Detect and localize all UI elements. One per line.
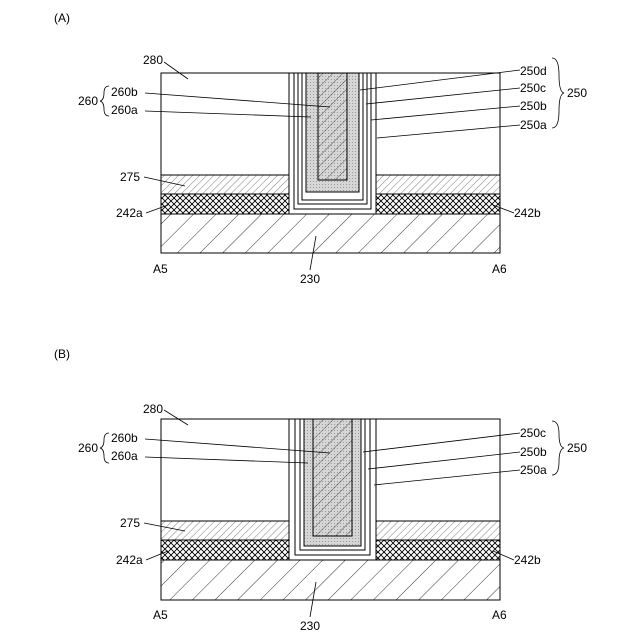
label-260b: 260b	[111, 431, 138, 445]
panel-a-label: (A)	[54, 11, 70, 25]
layer-275-right	[376, 521, 500, 540]
layer-280-right	[376, 419, 500, 521]
label-242a: 242a	[116, 553, 143, 567]
label-260a: 260a	[111, 103, 138, 117]
label-a5: A5	[153, 262, 168, 276]
label-250c: 250c	[520, 81, 546, 95]
layer-242b	[376, 194, 500, 214]
conductor-260b	[318, 73, 347, 180]
label-a5: A5	[153, 608, 168, 622]
label-260: 260	[78, 441, 98, 455]
label-242a: 242a	[116, 206, 143, 220]
substrate-230	[161, 214, 500, 253]
label-242b: 242b	[514, 206, 541, 220]
label-260b: 260b	[111, 85, 138, 99]
layer-242b	[376, 540, 500, 560]
brace-250	[552, 421, 564, 475]
panel-a: (A) 280 260 260b 260a 250d 250c 250b	[54, 11, 587, 286]
layer-242a	[161, 194, 289, 214]
layer-275-left	[161, 175, 289, 194]
label-a6: A6	[492, 608, 507, 622]
label-260a: 260a	[111, 449, 138, 463]
label-250b: 250b	[520, 99, 547, 113]
label-275: 275	[120, 170, 140, 184]
panel-b: (B) 280 260 260b 260a 250c 250b 250a 250…	[54, 347, 587, 633]
conductor-260b	[313, 419, 352, 536]
label-260: 260	[78, 94, 98, 108]
layer-280-right	[376, 73, 500, 175]
label-275: 275	[120, 516, 140, 530]
label-250: 250	[567, 441, 587, 455]
label-242b: 242b	[514, 553, 541, 567]
layer-275-right	[376, 175, 500, 194]
label-250b: 250b	[520, 445, 547, 459]
label-250a: 250a	[520, 118, 547, 132]
label-250a: 250a	[520, 463, 547, 477]
label-250c: 250c	[520, 426, 546, 440]
brace-260	[100, 433, 109, 463]
brace-250	[552, 58, 564, 128]
layer-275-left	[161, 521, 289, 540]
brace-260	[100, 86, 109, 116]
panel-b-label: (B)	[54, 347, 70, 361]
layer-280-left	[161, 419, 289, 521]
label-280: 280	[143, 402, 163, 416]
label-a6: A6	[492, 262, 507, 276]
layer-280-left	[161, 73, 289, 175]
substrate-230	[161, 560, 500, 600]
label-280: 280	[143, 53, 163, 67]
label-250: 250	[567, 86, 587, 100]
label-230: 230	[300, 272, 320, 286]
label-250d: 250d	[520, 64, 547, 78]
label-230: 230	[300, 619, 320, 633]
layer-242a	[161, 540, 289, 560]
